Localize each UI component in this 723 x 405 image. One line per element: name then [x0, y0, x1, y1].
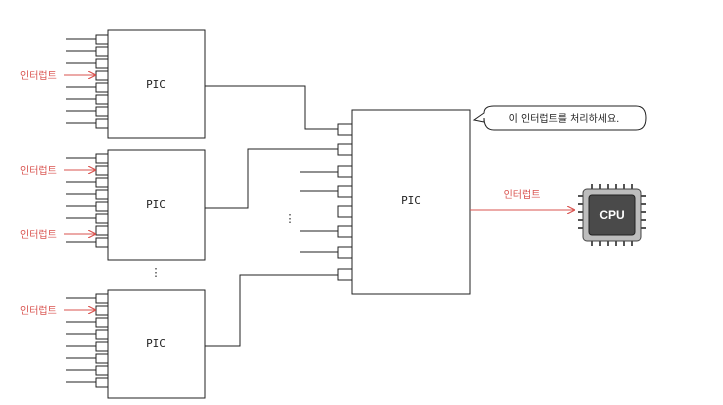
interrupt-input-1: 인터럽트 [20, 70, 95, 82]
interrupt-label: 인터럽트 [20, 305, 57, 317]
speech-bubble: 이 인터럽트를 처리하세요. [472, 105, 647, 131]
master-pic: PIC [337, 109, 471, 295]
interrupt-input-2: 인터럽트 [20, 165, 95, 177]
speech-bubble-text: 이 인터럽트를 처리하세요. [509, 112, 620, 125]
interrupt-label: 인터럽트 [20, 165, 57, 177]
slave-pic-1: PIC [66, 29, 206, 139]
master-input-ellipsis: ⋮ [285, 212, 296, 225]
pic-label: PIC [146, 78, 166, 91]
cpu-icon: CPU [578, 184, 646, 246]
slave-pic-3: PIC [66, 289, 206, 399]
interrupt-label: 인터럽트 [20, 70, 57, 82]
interrupt-input-3: 인터럽트 [20, 229, 95, 241]
slave-pic-2: PIC [66, 149, 206, 261]
slave-ellipsis: ⋮ [151, 266, 162, 279]
interrupt-input-4: 인터럽트 [20, 305, 95, 317]
master-pic-label: PIC [401, 194, 421, 207]
pic-label: PIC [146, 198, 166, 211]
interrupt-label: 인터럽트 [20, 229, 57, 241]
cascade-wires [205, 85, 338, 347]
output-interrupt: 인터럽트 [470, 189, 574, 210]
cpu-label: CPU [599, 208, 624, 222]
interrupt-label: 인터럽트 [504, 189, 541, 201]
pic-label: PIC [146, 337, 166, 350]
